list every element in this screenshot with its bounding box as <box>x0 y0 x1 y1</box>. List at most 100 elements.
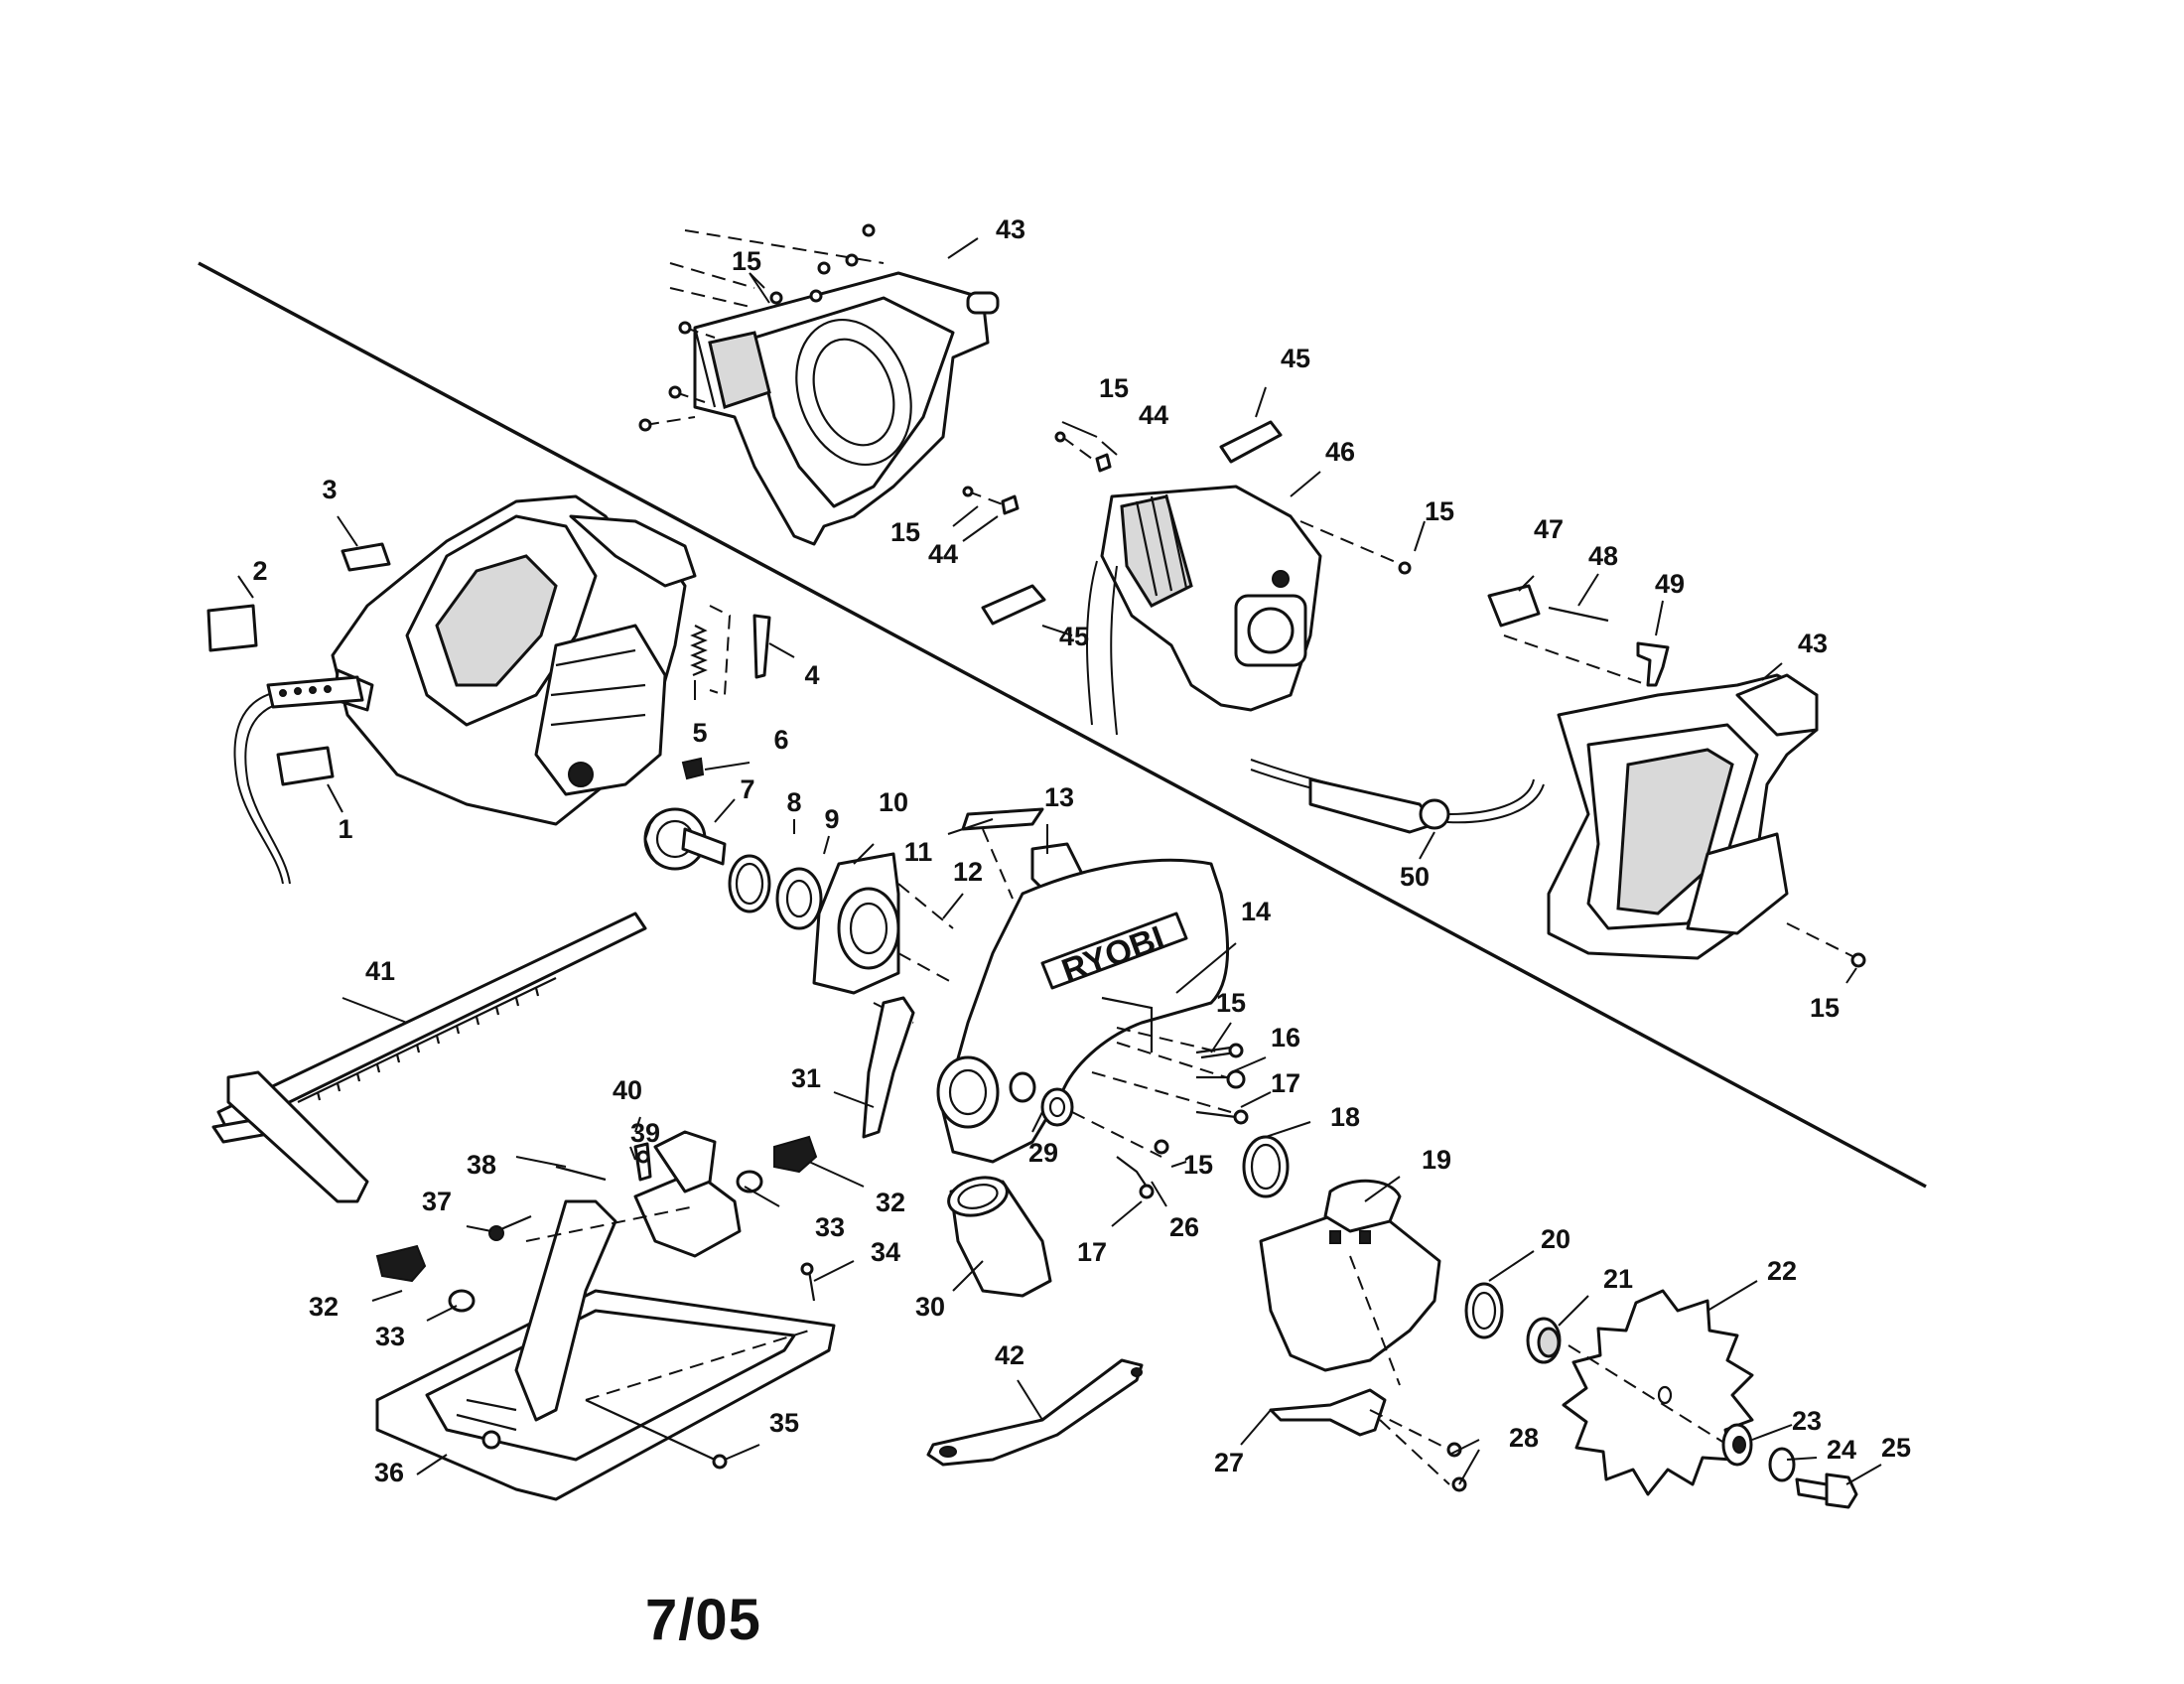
section-divider-line <box>198 261 1927 1189</box>
deflector-31 <box>862 996 915 1139</box>
gear-shaft-7 <box>643 807 727 871</box>
callout-label: 4 <box>804 660 819 690</box>
callout-label: 42 <box>995 1340 1024 1370</box>
guard-screws-15-16-17-26 <box>1116 1043 1249 1199</box>
bolt-25 <box>1795 1473 1858 1509</box>
date-code: 7/05 <box>645 1588 761 1652</box>
retaining-ring-8 <box>728 854 771 913</box>
callout-label: 1 <box>338 814 352 844</box>
callout-label: 43 <box>996 214 1025 244</box>
callout-label: 13 <box>1044 782 1074 812</box>
callout-label: 17 <box>1271 1068 1300 1098</box>
callout-label: 30 <box>915 1292 945 1322</box>
callout-label: 15 <box>890 517 920 547</box>
rip-fence-41 <box>211 912 647 1203</box>
callout-label: 41 <box>365 956 395 986</box>
base-hardware-32-40 <box>375 1135 818 1470</box>
callout-label: 15 <box>1099 373 1129 403</box>
callout-label: 17 <box>1077 1237 1107 1267</box>
callout-label: 10 <box>879 787 908 817</box>
callout-label: 22 <box>1767 1256 1797 1286</box>
lever-27 <box>1269 1388 1467 1492</box>
callout-label: 44 <box>1139 400 1168 430</box>
callout-label: 35 <box>769 1408 799 1438</box>
washer-23 <box>1721 1423 1753 1467</box>
wrench-42 <box>926 1358 1144 1467</box>
washer-24 <box>1768 1447 1796 1482</box>
callout-label: 15 <box>1183 1150 1213 1180</box>
callout-label: 40 <box>613 1075 642 1105</box>
callout-label: 32 <box>876 1188 905 1217</box>
callout-label: 5 <box>692 718 707 748</box>
callout-label: 33 <box>815 1212 845 1242</box>
callout-label: 48 <box>1588 541 1618 571</box>
callout-label: 26 <box>1169 1212 1199 1242</box>
housing-screws-15 <box>638 223 885 432</box>
washer-20 <box>1464 1282 1504 1339</box>
flange-21 <box>1526 1317 1562 1364</box>
callout-label: 44 <box>928 539 958 569</box>
callout-label: 34 <box>871 1237 900 1267</box>
saw-body-main <box>331 494 697 826</box>
callout-label: 50 <box>1400 862 1430 892</box>
motor-housing-upper <box>693 271 1000 546</box>
bushing-29 <box>1040 1087 1074 1127</box>
saw-cord-and-labels <box>206 542 391 885</box>
callout-label: 15 <box>1425 496 1454 526</box>
upper-blade-guard-14: RYOBI <box>936 858 1232 1164</box>
callout-label: 32 <box>309 1292 339 1322</box>
callout-label: 37 <box>422 1187 452 1216</box>
callout-label: 25 <box>1881 1433 1911 1463</box>
callout-label: 15 <box>1810 993 1840 1023</box>
lower-guard-19 <box>1259 1179 1441 1386</box>
callout-label: 6 <box>773 725 788 755</box>
callout-label: 43 <box>1798 629 1828 658</box>
callout-label: 15 <box>732 246 761 276</box>
callout-label: 47 <box>1534 514 1564 544</box>
base-shoe-36 <box>375 1130 836 1501</box>
callout-label: 14 <box>1241 897 1271 926</box>
gear-case-10 <box>812 852 954 1024</box>
dust-port-30 <box>947 1176 1052 1298</box>
callout-label: 9 <box>824 804 839 834</box>
callout-label: 27 <box>1214 1448 1244 1477</box>
spring-and-lock-4-5-6 <box>681 605 771 780</box>
callout-label: 2 <box>252 556 267 586</box>
callout-label: 33 <box>375 1322 405 1351</box>
motor-armature-46 <box>1086 485 1322 736</box>
callout-labels: 1 2 3 4 5 6 7 8 9 10 11 12 13 14 15 15 1… <box>252 214 1911 1487</box>
callout-label: 24 <box>1827 1435 1856 1465</box>
callout-label: 23 <box>1792 1406 1822 1436</box>
handle-housing-43-right <box>1547 673 1866 968</box>
callout-label: 11 <box>904 837 933 867</box>
callout-label: 31 <box>791 1063 821 1093</box>
callout-label: 18 <box>1330 1102 1360 1132</box>
callout-label: 15 <box>1216 988 1246 1018</box>
callout-label: 21 <box>1603 1264 1633 1294</box>
bearing-9 <box>775 867 823 930</box>
spring-18 <box>1242 1135 1290 1198</box>
power-cord-50 <box>1250 759 1545 834</box>
callout-label: 16 <box>1271 1023 1300 1052</box>
callout-label: 38 <box>467 1150 496 1180</box>
saw-blade-22 <box>1562 1289 1754 1496</box>
brush-assemblies-44-45 <box>962 420 1412 626</box>
callout-label: 3 <box>322 475 337 504</box>
callout-label: 36 <box>374 1458 404 1487</box>
callout-label: 39 <box>630 1118 660 1148</box>
callout-label: 29 <box>1028 1138 1058 1168</box>
callout-label: 8 <box>786 787 801 817</box>
callout-label: 49 <box>1655 569 1685 599</box>
callout-label: 12 <box>953 857 983 887</box>
switch-assembly-47-49 <box>1487 584 1670 687</box>
callout-label: 46 <box>1325 437 1355 467</box>
callout-label: 28 <box>1509 1423 1539 1453</box>
callout-label: 45 <box>1059 622 1089 651</box>
callout-label: 19 <box>1422 1145 1451 1175</box>
callout-label: 45 <box>1281 344 1310 373</box>
callout-leaders <box>237 237 1882 1485</box>
callout-label: 7 <box>740 774 754 804</box>
callout-label: 20 <box>1541 1224 1570 1254</box>
